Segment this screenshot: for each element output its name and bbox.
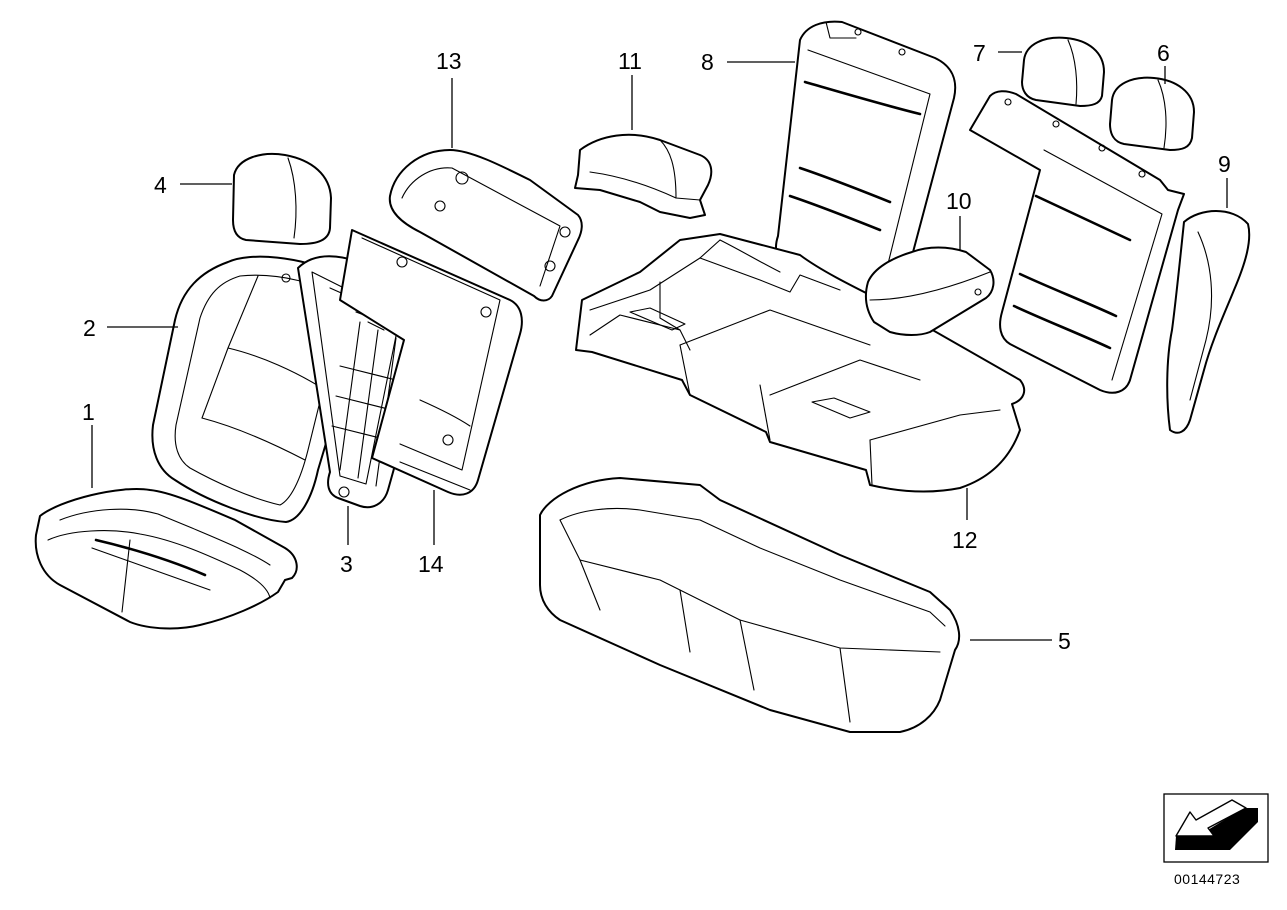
- rear-backrest-right-section: [969, 90, 1185, 394]
- headrest-front: [232, 152, 332, 245]
- callout-7: 7: [973, 40, 986, 66]
- callout-2: 2: [83, 315, 96, 341]
- headrest-rear-left: [1021, 36, 1105, 107]
- callout-9: 9: [1218, 151, 1231, 177]
- side-bolster-panel: [1166, 210, 1251, 434]
- arrow-direction-icon: [1175, 799, 1258, 850]
- document-number: 00144723: [1174, 871, 1240, 887]
- callout-1: 1: [82, 399, 95, 425]
- backrest-rear-cover-panel: [339, 229, 523, 496]
- callout-11: 11: [618, 48, 642, 74]
- headrest-rear-right: [1109, 76, 1195, 151]
- callout-5: 5: [1058, 628, 1071, 654]
- rear-bench-seat-cover: [539, 477, 961, 733]
- callout-6: 6: [1157, 40, 1170, 66]
- callout-8: 8: [701, 49, 714, 75]
- callout-labels: 1 2 3 4 5 6 7 8 9 10 11 12 13 14: [82, 40, 1231, 654]
- callout-12: 12: [952, 527, 978, 553]
- orientation-icon-box: [1163, 793, 1269, 863]
- callout-13: 13: [436, 48, 462, 74]
- leader-lines: [91, 51, 1228, 641]
- seat-cushion-cover-front: [34, 488, 298, 630]
- rear-seat-cushion-frame: [575, 233, 1026, 493]
- rear-backrest-left-section: [775, 20, 957, 300]
- callout-10: 10: [946, 188, 972, 214]
- callout-3: 3: [340, 551, 353, 577]
- armrest-cover: [574, 133, 713, 219]
- armrest-rear: [865, 246, 995, 336]
- callout-14: 14: [418, 551, 444, 577]
- backrest-rear-trim-panel: [388, 149, 583, 302]
- callout-4: 4: [154, 172, 167, 198]
